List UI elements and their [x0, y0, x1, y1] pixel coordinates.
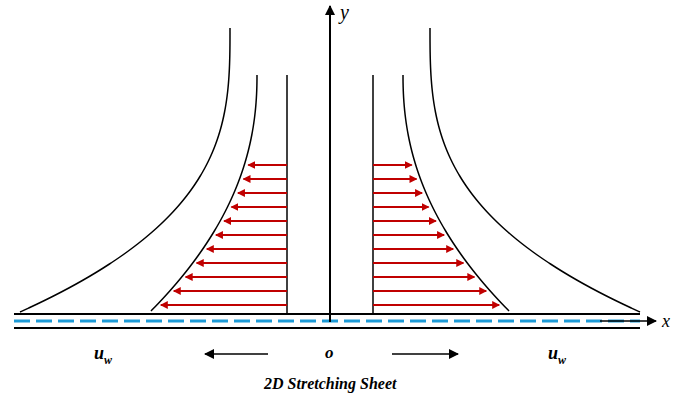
stretch-arrow — [205, 353, 268, 355]
origin-label: o — [325, 344, 334, 361]
boundary-layer-curve — [430, 28, 640, 312]
velocity-arrow — [231, 206, 287, 208]
velocity-arrow — [197, 262, 287, 264]
velocity-arrow — [373, 192, 422, 194]
velocity-arrow — [174, 290, 287, 292]
velocity-arrow — [373, 206, 429, 208]
x-axis — [600, 320, 656, 322]
velocity-arrow — [244, 178, 287, 180]
sheet-dashes — [14, 320, 640, 323]
velocity-symbol: u — [94, 344, 104, 362]
velocity-arrow — [373, 234, 444, 236]
velocity-symbol: u — [548, 344, 558, 362]
velocity-arrow — [373, 262, 463, 264]
velocity-subscript: w — [558, 354, 566, 366]
sheet-edge — [14, 327, 640, 329]
velocity-arrow — [373, 276, 474, 278]
velocity-arrow — [207, 248, 287, 250]
velocity-arrow — [373, 220, 436, 222]
sheet-edge — [14, 313, 640, 315]
velocity-arrow — [373, 178, 416, 180]
boundary-layer-curve — [20, 28, 230, 312]
velocity-arrow — [373, 304, 499, 306]
velocity-arrow — [373, 248, 453, 250]
velocity-arrow — [186, 276, 287, 278]
velocity-subscript: w — [104, 354, 112, 366]
velocity-arrow — [373, 290, 486, 292]
axis-label: y — [340, 2, 349, 22]
velocity-arrow — [238, 192, 287, 194]
velocity-arrow — [216, 234, 287, 236]
velocity-arrow — [373, 164, 412, 166]
axis-label: x — [662, 312, 670, 330]
velocity-arrow — [248, 164, 287, 166]
stretch-arrow — [392, 353, 458, 355]
velocity-arrow — [224, 220, 287, 222]
velocity-arrow — [161, 304, 287, 306]
figure-caption: 2D Stretching Sheet — [264, 376, 396, 392]
y-axis — [329, 6, 331, 322]
